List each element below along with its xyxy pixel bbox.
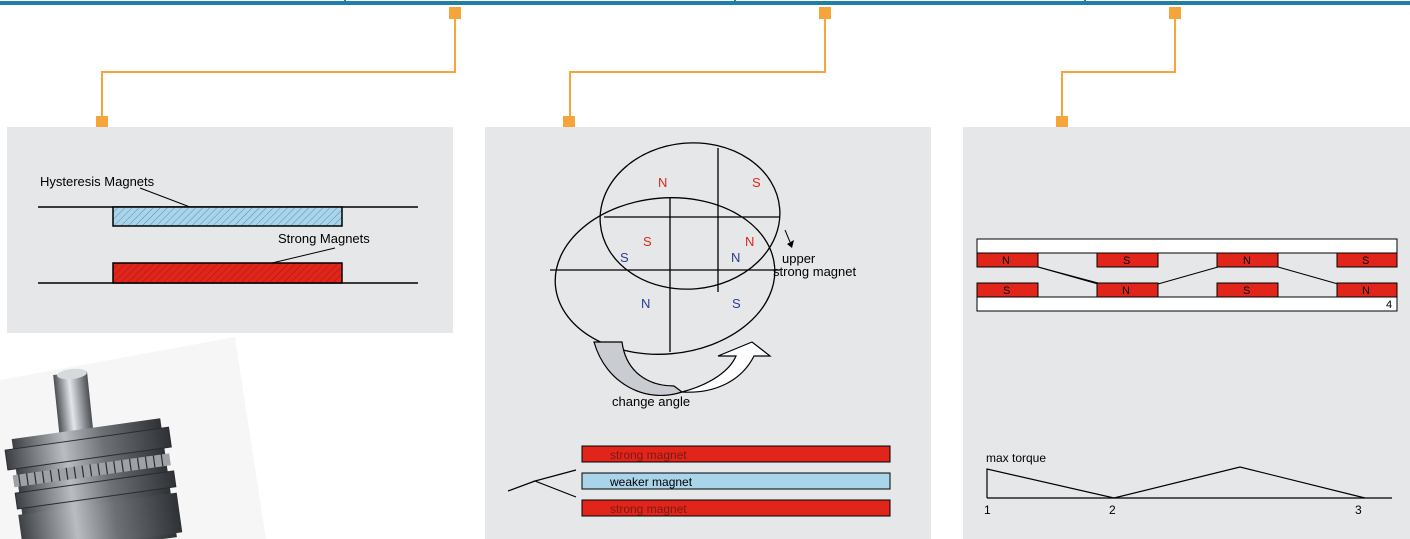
inner-s-blue: S (620, 250, 629, 265)
top-magnet-4 (1336, 252, 1398, 268)
top-magnet-2 (1096, 252, 1159, 268)
inner-n-red: N (745, 234, 754, 249)
connector-3 (1061, 12, 1176, 122)
upper-magnet-disc (599, 142, 781, 292)
position-3-label: 3 (1355, 503, 1362, 517)
stack-bottom-label: strong magnet (610, 502, 687, 516)
upper-magnet-pointer (784, 229, 794, 248)
bottom-pole-4: N (1362, 285, 1370, 297)
connector-2 (569, 12, 826, 122)
strong-magnets-label: Strong Magnets (278, 231, 370, 246)
stack-bottom-magnet (581, 499, 891, 517)
strong-magnet (112, 262, 343, 284)
top-pole-4: S (1362, 255, 1369, 267)
inner-n-blue: N (731, 250, 740, 265)
top-magnet-3 (1216, 252, 1279, 268)
upper-track (976, 238, 1398, 254)
position-4-label: 4 (1386, 299, 1392, 311)
connector-1 (101, 12, 456, 122)
rotation-arrow-icon (593, 341, 772, 396)
top-row-magnets (976, 252, 1398, 268)
hysteresis-magnet (112, 206, 343, 227)
strong-leader (271, 247, 336, 264)
bottom-pole-2: N (1122, 285, 1130, 297)
change-angle-label: change angle (612, 394, 690, 409)
upper-pole-n: N (658, 175, 667, 190)
bottom-row-magnets (976, 282, 1398, 298)
inner-s-red: S (643, 234, 652, 249)
max-torque-label: max torque (986, 451, 1046, 465)
torque-curve (986, 466, 1366, 499)
stack-top-magnet (581, 445, 891, 463)
connector-1-top-node (449, 7, 461, 19)
bottom-pole-3: S (1243, 285, 1250, 297)
connector-2-top-node (819, 7, 831, 19)
lower-magnet-disc (550, 197, 780, 355)
magnet-stack (507, 445, 891, 517)
bottom-pole-1: S (1003, 285, 1010, 297)
top-pole-2: S (1123, 255, 1130, 267)
bottom-magnet-1 (976, 282, 1039, 298)
upper-pole-s: S (752, 175, 761, 190)
hysteresis-brake-photo (0, 337, 465, 539)
connector-3-top-node (1169, 7, 1181, 19)
bottom-magnet-2 (1096, 282, 1159, 298)
panel-hysteresis (7, 127, 453, 333)
top-magnet-1 (976, 252, 1039, 268)
upper-magnet-label-line1: upper (782, 251, 816, 266)
position-2-label: 2 (1109, 503, 1116, 517)
lower-pole-n: N (641, 296, 650, 311)
flux-paths (1037, 266, 1339, 285)
connector-3-bottom-node (1056, 116, 1068, 128)
stack-middle-magnet (581, 472, 891, 490)
hysteresis-label: Hysteresis Magnets (40, 174, 155, 189)
bottom-magnet-4 (1336, 282, 1398, 298)
top-pole-1: N (1002, 255, 1010, 267)
stack-middle-label: weaker magnet (609, 475, 693, 489)
panel-torque (963, 127, 1410, 539)
hysteresis-leader (139, 187, 191, 208)
upper-magnet-label-line2: strong magnet (773, 264, 856, 279)
stack-top-label: strong magnet (610, 448, 687, 462)
lower-pole-s: S (732, 296, 741, 311)
panel-angle (485, 127, 931, 539)
position-1-label: 1 (984, 503, 991, 517)
connector-2-bottom-node (563, 116, 575, 128)
bottom-magnet-3 (1216, 282, 1279, 298)
lower-track (976, 296, 1398, 312)
connector-1-bottom-node (96, 116, 108, 128)
top-pole-3: N (1243, 255, 1251, 267)
